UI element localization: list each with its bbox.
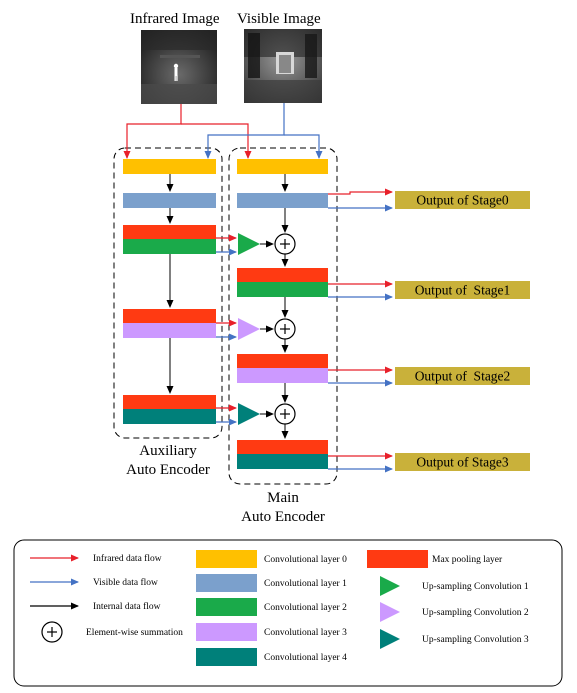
main-max-pool-3 (237, 440, 328, 454)
legend-upconv1-label: Up-sampling Convolution 1 (422, 582, 529, 592)
main-encoder-label-line1: Main (267, 490, 299, 506)
legend-frame (13, 539, 563, 687)
legend-conv2-label: Convolutional layer 2 (264, 603, 347, 613)
legend-conv1-swatch (196, 574, 257, 592)
summation-node-3 (274, 403, 296, 425)
summation-nodes (274, 233, 296, 425)
legend-conv2-swatch (196, 598, 257, 616)
output-stage-0: Output of Stage0 (395, 191, 530, 209)
main-internal-flow (260, 174, 289, 439)
legend-upconv3-label: Up-sampling Convolution 3 (422, 635, 529, 645)
main-conv-layer-0 (237, 159, 328, 174)
summation-node-2 (274, 318, 296, 340)
auxiliary-encoder-box (113, 147, 223, 439)
aux-max-pool-2 (123, 309, 216, 323)
main-max-pool-2 (237, 354, 328, 368)
output-stage-3-label: Output of Stage3 (416, 455, 508, 470)
aux-conv-layer-3 (123, 323, 216, 338)
aux-conv-layer-4 (123, 409, 216, 424)
legend: Infrared data flow Visible data flow Int… (13, 539, 563, 687)
infrared-image (141, 30, 217, 104)
legend-conv3-label: Convolutional layer 3 (264, 628, 347, 638)
legend-summation-icon (41, 621, 63, 643)
auxiliary-encoder-label-line2: Auto Encoder (126, 462, 210, 478)
legend-visible-label: Visible data flow (93, 577, 158, 588)
aux-max-pool-3 (123, 395, 216, 409)
aux-conv-layer-2 (123, 239, 216, 254)
legend-summation-label: Element-wise summation (86, 628, 183, 638)
main-layers (237, 159, 328, 469)
legend-maxpool-swatch (367, 550, 428, 568)
legend-upconv1-icon (380, 576, 400, 596)
output-stage-0-label: Output of Stage0 (416, 193, 508, 208)
upsampling-conv-3 (238, 403, 260, 425)
output-flows (328, 188, 393, 473)
legend-maxpool-label: Max pooling layer (432, 555, 503, 565)
visible-input-flow (204, 103, 323, 159)
auxiliary-layers (123, 159, 216, 424)
auxiliary-encoder-label-line1: Auxiliary (139, 443, 197, 459)
legend-conv4-label: Convolutional layer 4 (264, 653, 347, 663)
legend-conv3-swatch (196, 623, 257, 641)
legend-conv1-label: Convolutional layer 1 (264, 579, 347, 589)
output-stage-1-label: Output of Stage1 (415, 283, 511, 298)
main-max-pool-1 (237, 268, 328, 282)
aux-to-main-flows (216, 234, 237, 426)
visible-image-label: Visible Image (237, 11, 321, 27)
legend-upconv2-icon (380, 602, 400, 622)
legend-infrared-label: Infrared data flow (93, 553, 162, 564)
main-conv-layer-3 (237, 368, 328, 383)
main-conv-layer-2 (237, 282, 328, 297)
infrared-image-label: Infrared Image (130, 11, 220, 27)
output-stage-2-label: Output of Stage2 (415, 369, 511, 384)
infrared-input-flow (123, 104, 252, 159)
main-conv-layer-4 (237, 454, 328, 469)
main-conv-layer-1 (237, 193, 328, 208)
output-stage-3: Output of Stage3 (395, 453, 530, 471)
output-stage-2: Output of Stage2 (395, 367, 530, 385)
upsampling-conv-2 (238, 318, 260, 340)
aux-max-pool-1 (123, 225, 216, 239)
output-stage-1: Output of Stage1 (395, 281, 530, 299)
summation-node-1 (274, 233, 296, 255)
main-encoder-label-line2: Auto Encoder (241, 509, 325, 525)
legend-conv0-label: Convolutional layer 0 (264, 555, 347, 565)
aux-conv-layer-1 (123, 193, 216, 208)
main-encoder-box (228, 147, 338, 485)
legend-upconv3-icon (380, 629, 400, 649)
visible-image (244, 29, 322, 103)
legend-upconv2-label: Up-sampling Convolution 2 (422, 608, 529, 618)
upsampling-conv-1 (238, 233, 260, 255)
aux-conv-layer-0 (123, 159, 216, 174)
legend-internal-label: Internal data flow (93, 601, 161, 612)
legend-conv4-swatch (196, 648, 257, 666)
legend-conv0-swatch (196, 550, 257, 568)
